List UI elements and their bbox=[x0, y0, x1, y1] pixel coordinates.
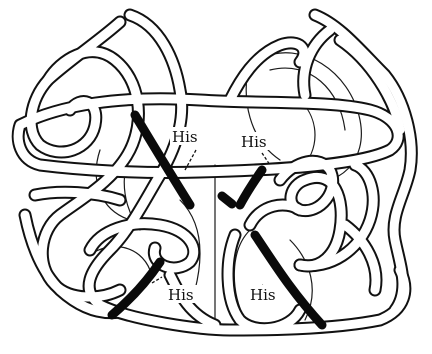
his-label-lower-right: His bbox=[250, 286, 276, 304]
his-label-upper-left: His bbox=[172, 128, 198, 146]
his-label-lower-left: His bbox=[168, 286, 194, 304]
his-label-upper-right: His bbox=[241, 133, 267, 151]
helix-small-center bbox=[222, 196, 232, 204]
